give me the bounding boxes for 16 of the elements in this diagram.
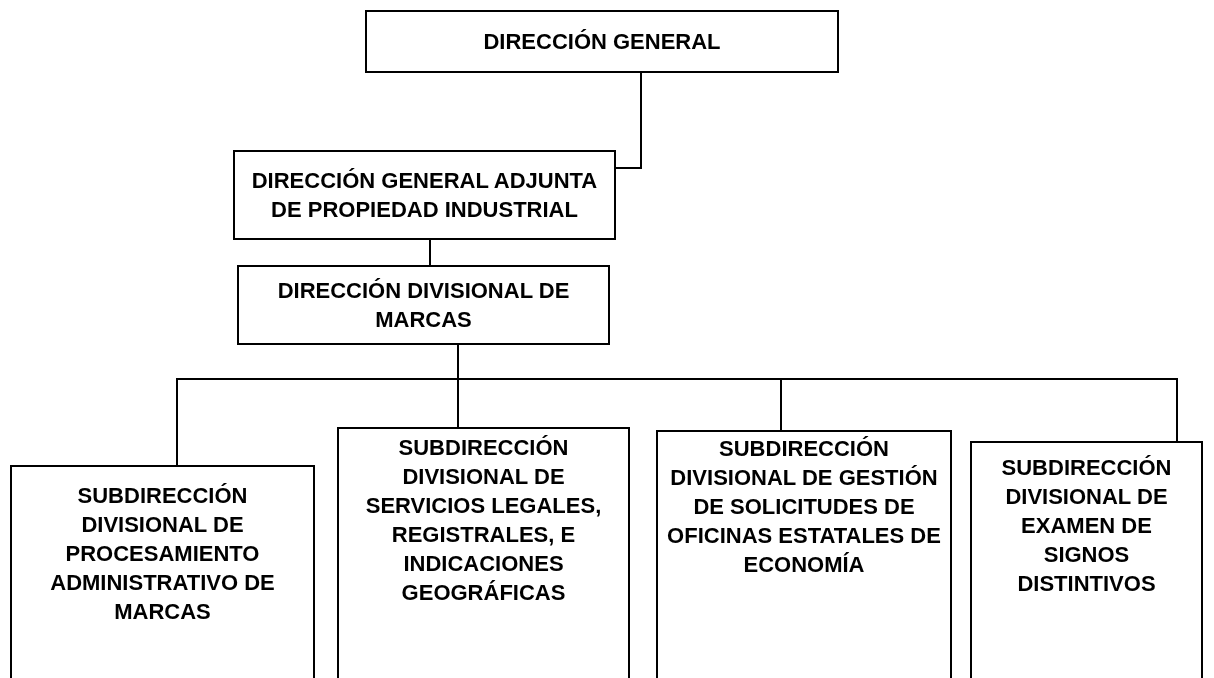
org-unit-box bbox=[656, 430, 952, 678]
org-unit-box bbox=[233, 150, 616, 240]
connector-line bbox=[615, 72, 642, 169]
org-unit-box bbox=[970, 441, 1203, 678]
unit-title: DIRECCIÓN GENERAL bbox=[482, 28, 722, 56]
unit-title: DIRECCIÓN DIVISIONAL DE MARCAS bbox=[276, 277, 571, 334]
unit-title: SUBDIRECCIÓN DIVISIONAL DE GESTIÓN DE SOLICITUDES DE OFICINAS ESTATALES DE ECONOMÍA bbox=[666, 435, 942, 579]
org-unit-box bbox=[365, 10, 839, 73]
org-unit-box bbox=[10, 465, 315, 678]
org-unit-box bbox=[337, 427, 630, 678]
connector-line bbox=[429, 239, 431, 266]
unit-title: DIRECCIÓN GENERAL ADJUNTA DE PROPIEDAD INDUSTRIAL bbox=[250, 167, 599, 224]
unit-title: SUBDIRECCIÓN DIVISIONAL DE EXAMEN DE SIGNOS DISTINTIVOS bbox=[1000, 454, 1173, 598]
org-unit-box bbox=[237, 265, 610, 345]
unit-title: SUBDIRECCIÓN DIVISIONAL DE PROCESAMIENTO ADMINISTRATIVO DE MARCAS bbox=[49, 482, 276, 626]
unit-title: SUBDIRECCIÓN DIVISIONAL DE SERVICIOS LEGALES, REGISTRALES, E INDICACIONES GEOGRÁFICAS bbox=[364, 434, 603, 607]
